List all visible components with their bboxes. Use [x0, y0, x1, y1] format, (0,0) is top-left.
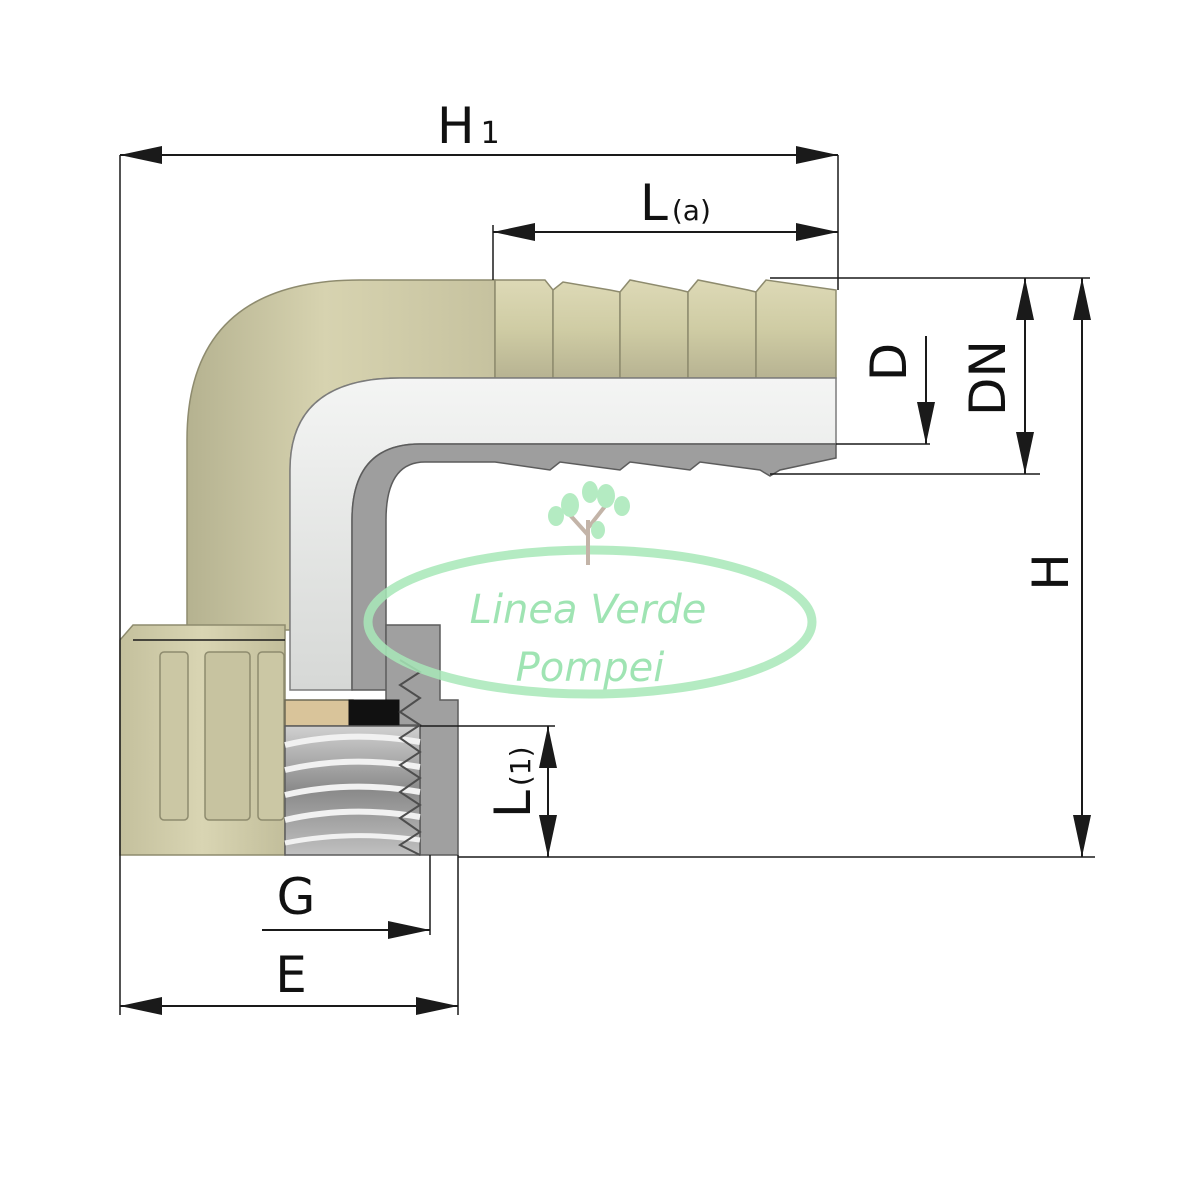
- thread-ridge: [284, 733, 421, 748]
- nut-rib: [257, 651, 285, 821]
- dimension-g: G: [262, 868, 430, 939]
- thread-section: [284, 659, 422, 856]
- dimension-dn-label: DN: [959, 340, 1017, 416]
- dimension-e: E: [120, 946, 458, 1015]
- nut-rib: [159, 651, 189, 821]
- barb-segment: [494, 279, 554, 379]
- dimension-la-label: L(a): [640, 174, 711, 232]
- nut-rib: [204, 651, 251, 821]
- dimension-h-label: H: [1022, 553, 1080, 591]
- thread-ridge: [284, 758, 421, 773]
- elbow-fitting: [186, 279, 837, 691]
- thread-ridge: [284, 833, 421, 846]
- dimension-la: L(a): [493, 174, 838, 241]
- washer: [284, 699, 354, 727]
- watermark-logo: Linea Verde Pompei: [363, 481, 817, 699]
- hose-barb: [494, 279, 837, 379]
- thread-teeth: [397, 659, 422, 856]
- dimension-e-label: E: [275, 946, 307, 1004]
- watermark-line1: Linea Verde: [470, 587, 707, 633]
- tree-icon: [548, 481, 630, 565]
- barb-segment: [552, 281, 621, 379]
- dimension-d: D: [860, 336, 935, 444]
- barb-segment: [687, 279, 757, 379]
- dimension-dn: DN: [959, 278, 1034, 474]
- dimension-d-label: D: [860, 343, 918, 382]
- gasket: [348, 699, 400, 727]
- dimension-g-label: G: [277, 868, 316, 926]
- union-nut: [119, 624, 459, 856]
- dimension-l1: L(1): [484, 726, 557, 857]
- barb-segment: [619, 279, 689, 379]
- section-wall: [351, 443, 837, 691]
- watermark-line2: Pompei: [516, 645, 665, 691]
- dimension-h: H: [1022, 278, 1091, 857]
- barb-segment: [755, 279, 837, 379]
- dimension-l1-label: L(1): [484, 746, 542, 818]
